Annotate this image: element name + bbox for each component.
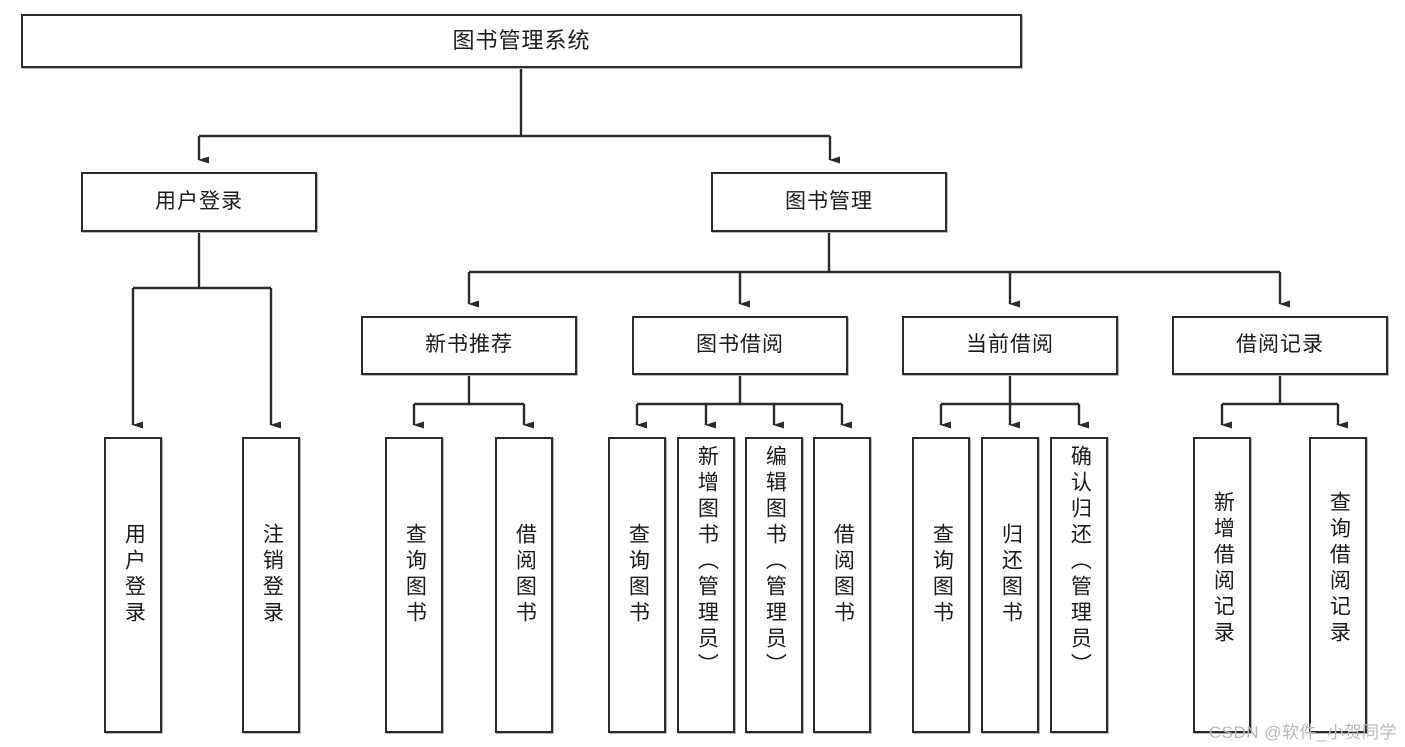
leaf-query-books-borrow[interactable]: 查询图书 bbox=[608, 437, 666, 733]
leaf-label: 用户登录 bbox=[122, 523, 146, 627]
leaf-add-borrow-record[interactable]: 新增借阅记录 bbox=[1193, 437, 1251, 733]
leaf-label: 确认归还（管理员） bbox=[1068, 445, 1092, 679]
leaf-borrow-books-recommend[interactable]: 借阅图书 bbox=[495, 437, 553, 733]
leaf-label: 查询借阅记录 bbox=[1327, 491, 1351, 647]
leaf-query-books-current[interactable]: 查询图书 bbox=[912, 437, 970, 733]
leaf-label: 查询图书 bbox=[403, 523, 427, 627]
node-label: 借阅记录 bbox=[1236, 333, 1324, 357]
node-label: 当前借阅 bbox=[966, 333, 1054, 357]
node-new-book-recommend[interactable]: 新书推荐 bbox=[361, 316, 577, 375]
leaf-logout[interactable]: 注销登录 bbox=[242, 437, 300, 733]
leaf-query-borrow-record[interactable]: 查询借阅记录 bbox=[1309, 437, 1367, 733]
leaf-label: 新增图书（管理员） bbox=[695, 445, 719, 679]
leaf-label: 借阅图书 bbox=[831, 523, 855, 627]
leaf-label: 查询图书 bbox=[930, 523, 954, 627]
leaf-borrow-book[interactable]: 借阅图书 bbox=[813, 437, 871, 733]
node-label: 图书管理系统 bbox=[452, 28, 591, 54]
node-root-system[interactable]: 图书管理系统 bbox=[21, 14, 1022, 68]
leaf-query-books-recommend[interactable]: 查询图书 bbox=[385, 437, 443, 733]
leaf-edit-book-admin[interactable]: 编辑图书（管理员） bbox=[745, 437, 803, 733]
leaf-label: 新增借阅记录 bbox=[1211, 491, 1235, 647]
leaf-return-book[interactable]: 归还图书 bbox=[981, 437, 1039, 733]
node-book-management[interactable]: 图书管理 bbox=[711, 172, 947, 232]
node-label: 图书管理 bbox=[785, 189, 873, 213]
node-label: 图书借阅 bbox=[696, 333, 784, 357]
node-book-borrow[interactable]: 图书借阅 bbox=[632, 316, 848, 375]
node-label: 新书推荐 bbox=[425, 333, 513, 357]
leaf-add-book-admin[interactable]: 新增图书（管理员） bbox=[677, 437, 735, 733]
leaf-label: 借阅图书 bbox=[513, 523, 537, 627]
node-current-borrow[interactable]: 当前借阅 bbox=[902, 316, 1118, 375]
leaf-label: 归还图书 bbox=[999, 523, 1023, 627]
leaf-label: 注销登录 bbox=[260, 523, 284, 627]
leaf-user-login[interactable]: 用户登录 bbox=[104, 437, 162, 733]
leaf-label: 查询图书 bbox=[626, 523, 650, 627]
leaf-confirm-return-admin[interactable]: 确认归还（管理员） bbox=[1050, 437, 1108, 733]
node-borrow-records[interactable]: 借阅记录 bbox=[1172, 316, 1388, 375]
leaf-label: 编辑图书（管理员） bbox=[763, 445, 787, 679]
node-label: 用户登录 bbox=[155, 189, 243, 213]
node-user-login[interactable]: 用户登录 bbox=[81, 172, 317, 232]
watermark: CSDN @软件_小贺同学 bbox=[1208, 723, 1397, 742]
